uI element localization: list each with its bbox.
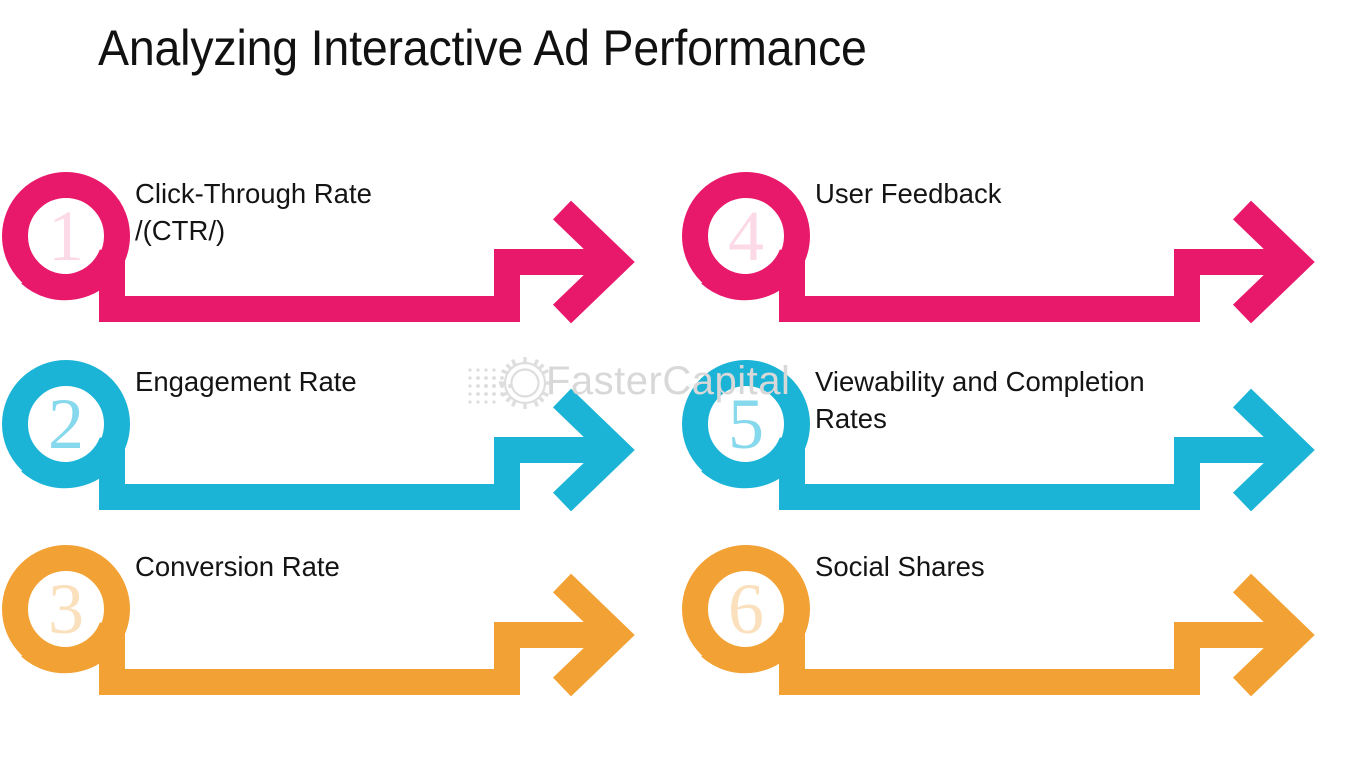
step-arrow-graphic <box>682 172 1315 324</box>
step-1: 1 Click-Through Rate /(CTR/) <box>0 166 652 352</box>
step-connector-line <box>701 248 1286 322</box>
arrow-head-icon <box>552 388 635 512</box>
page-title: Analyzing Interactive Ad Performance <box>98 20 867 76</box>
step-number: 1 <box>48 196 84 276</box>
step-number: 3 <box>48 569 84 649</box>
step-4: 4 User Feedback <box>672 166 1332 352</box>
step-2: 2 Engagement Rate <box>0 354 652 540</box>
step-connector-line <box>701 436 1286 510</box>
step-number: 5 <box>728 384 764 464</box>
step-arrow-graphic <box>2 360 635 512</box>
step-label: Social Shares <box>815 551 985 582</box>
step-label: Click-Through Rate /(CTR/) <box>135 178 372 246</box>
arrow-head-icon <box>552 573 635 697</box>
step-label: Engagement Rate <box>135 366 357 397</box>
step-connector-line <box>21 436 606 510</box>
step-connector-line <box>21 248 606 322</box>
step-5: 5 Viewability and Completion Rates <box>672 354 1332 540</box>
step-connector-line <box>701 621 1286 695</box>
step-label: Viewability and Completion Rates <box>815 366 1145 434</box>
arrow-head-icon <box>1232 573 1315 697</box>
step-arrow-graphic <box>682 545 1315 697</box>
step-connector-line <box>21 621 606 695</box>
step-arrow-graphic <box>682 360 1315 512</box>
step-number: 6 <box>728 569 764 649</box>
step-number: 4 <box>728 196 764 276</box>
step-arrow-graphic <box>2 545 635 697</box>
step-6: 6 Social Shares <box>672 539 1332 725</box>
step-number: 2 <box>48 384 84 464</box>
step-arrow-graphic <box>2 172 635 324</box>
arrow-head-icon <box>1232 200 1315 324</box>
arrow-head-icon <box>1232 388 1315 512</box>
step-label: Conversion Rate <box>135 551 340 582</box>
arrow-head-icon <box>552 200 635 324</box>
step-label: User Feedback <box>815 178 1002 209</box>
step-3: 3 Conversion Rate <box>0 539 652 725</box>
